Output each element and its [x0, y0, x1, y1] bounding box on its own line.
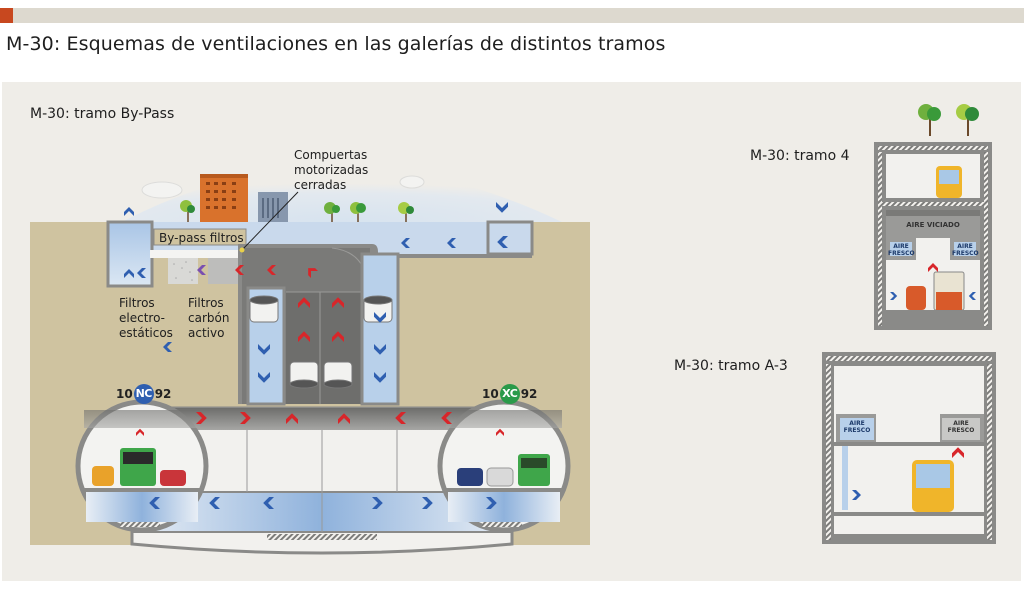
fan-icon — [289, 361, 319, 389]
tag-line: AIRE — [953, 420, 969, 427]
carbon-filters-label: Filtros carbón activo — [188, 296, 229, 341]
tag-line: AIRE — [957, 243, 973, 250]
tag-line: FRESCO — [952, 250, 979, 257]
fresh-air-label-right: AIRE FRESCO — [952, 243, 979, 257]
tramo4-title: M-30: tramo 4 — [750, 148, 850, 164]
right-tunnel-tube — [437, 399, 571, 533]
label-line: Filtros — [119, 296, 155, 310]
left-tunnel-tube — [75, 399, 209, 533]
label-line: electro- — [119, 311, 165, 325]
badge-prefix: 10 — [482, 387, 499, 401]
carbon-filter — [208, 258, 238, 284]
badge-prefix: 10 — [116, 387, 133, 401]
label-line: carbón — [188, 311, 230, 325]
tramoA3-title: M-30: tramo A-3 — [674, 358, 788, 374]
tree-icon — [956, 104, 979, 136]
label-line: activo — [188, 326, 225, 340]
tag-line: FRESCO — [947, 427, 975, 434]
dampers-callout: Compuertas motorizadas cerradas — [294, 148, 368, 193]
header-accent — [0, 8, 13, 23]
badge-code: XC — [499, 384, 520, 404]
tag-line: FRESCO — [888, 250, 915, 257]
badge-code: NC — [133, 384, 154, 404]
tree-icon — [918, 104, 941, 136]
cloud-icon — [141, 175, 425, 199]
callout-line-2: motorizadas — [294, 163, 369, 177]
fan-icon — [323, 361, 353, 389]
tramoA3-diagram — [822, 352, 996, 544]
label-line: Filtros — [188, 296, 224, 310]
callout-line-3: cerradas — [294, 178, 347, 192]
badge-suffix: 92 — [154, 387, 172, 401]
electrostatic-filter — [168, 258, 198, 284]
tree-icon — [180, 200, 195, 222]
bypass-diagram — [30, 167, 590, 555]
tree-icon — [350, 202, 366, 222]
tramo4-diagram — [874, 104, 992, 330]
hatch-floor — [267, 534, 377, 540]
callout-line — [241, 191, 299, 251]
electrostatic-filters-label: Filtros electro- estáticos — [119, 296, 173, 341]
car-icon — [160, 470, 186, 486]
diagram-panel: M-30: tramo By-Pass Compuertas motorizad… — [2, 82, 1021, 581]
car-icon — [486, 467, 514, 487]
stale-air-label: AIRE VICIADO — [906, 221, 960, 229]
bypass-filters-label: By-pass filtros — [159, 231, 244, 245]
fresh-air-label-right: AIRE FRESCO — [942, 420, 980, 434]
tag-line: FRESCO — [843, 427, 871, 434]
label-line: estáticos — [119, 326, 173, 340]
callout-line-1: Compuertas — [294, 148, 368, 162]
tag-line: AIRE — [849, 420, 865, 427]
badge-suffix: 92 — [520, 387, 538, 401]
diagram-canvas — [30, 104, 996, 555]
tree-icon — [398, 202, 414, 222]
page-title: M-30: Esquemas de ventilaciones en las g… — [6, 33, 666, 55]
bypass-title: M-30: tramo By-Pass — [30, 106, 175, 122]
building-icon — [258, 192, 288, 224]
tag-line: AIRE — [893, 243, 909, 250]
car-icon — [457, 468, 483, 486]
fan-icon — [249, 295, 279, 323]
header-bar — [0, 8, 1024, 23]
left-tube-badge: 10 NC 92 — [116, 384, 171, 404]
right-tube-badge: 10 XC 92 — [482, 384, 537, 404]
fresh-air-label-left: AIRE FRESCO — [888, 243, 915, 257]
building-icon — [200, 174, 248, 222]
tree-icon — [324, 202, 340, 222]
fresh-air-label-left: AIRE FRESCO — [840, 420, 874, 434]
car-icon — [92, 466, 114, 486]
car-icon — [906, 286, 926, 310]
